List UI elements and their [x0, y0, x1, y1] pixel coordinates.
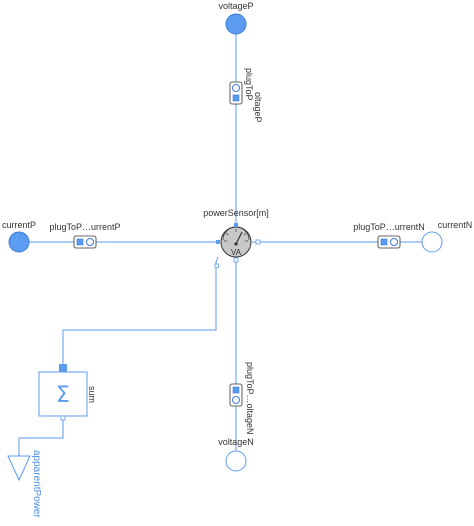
voltageP-label: voltageP — [218, 1, 253, 11]
wires — [18, 34, 422, 456]
sensor-port-power[interactable] — [214, 263, 219, 268]
currentN-label: currentN — [438, 220, 473, 230]
output-triangle-icon — [7, 455, 31, 482]
hollow-circle-pin-icon — [421, 231, 443, 253]
powerSensor-component[interactable]: powerSensor[m] VA — [203, 208, 269, 268]
plugToPinCurrentP-label: plugToP…urrentP — [49, 222, 120, 232]
wire-sensor-power-to-sum[interactable] — [62, 256, 219, 364]
plug-to-pin-icon — [229, 383, 243, 407]
powerSensor-label: powerSensor[m] — [203, 208, 269, 218]
plug-to-pin-icon — [229, 81, 243, 105]
currentP-component[interactable]: currentP — [2, 220, 36, 253]
plugToPinVoltageP-label-line1: plugToP — [244, 68, 254, 101]
voltageN-component[interactable]: voltageN — [218, 437, 254, 472]
sensor-port-voltageP[interactable] — [234, 223, 238, 227]
sensor-port-currentP[interactable] — [216, 240, 220, 244]
sum-input-port[interactable] — [59, 364, 67, 372]
currentP-label: currentP — [2, 220, 36, 230]
sum-block-icon: Σ — [38, 371, 88, 417]
filled-circle-pin-icon — [8, 231, 30, 253]
plugToPinVoltageP-label-line2: oltageP — [253, 92, 263, 123]
plugToPinVoltageN-component[interactable]: plugToP…oltageN — [229, 362, 255, 435]
voltageN-label: voltageN — [218, 437, 254, 447]
sensor-port-voltageN[interactable] — [233, 257, 239, 263]
voltageP-component[interactable]: voltageP — [218, 1, 254, 35]
sensor-port-currentN[interactable] — [255, 239, 261, 245]
sum-component[interactable]: Σ sum — [38, 364, 97, 421]
wire-sum-to-apparentPower[interactable] — [18, 420, 64, 456]
sum-symbol: Σ — [56, 383, 70, 408]
plugToPinVoltageP-component[interactable]: plugToP oltageP — [229, 68, 263, 123]
hollow-circle-pin-icon — [225, 450, 247, 472]
filled-circle-pin-icon — [225, 13, 247, 35]
apparentPower-label: apparentPower — [31, 450, 42, 518]
sum-output-port[interactable] — [60, 415, 66, 421]
plug-to-pin-icon — [73, 235, 97, 249]
plugToPinCurrentN-label: plugToP…urrentN — [353, 222, 425, 232]
apparentPower-component[interactable]: apparentPower — [7, 450, 42, 518]
plugToPinCurrentP-component[interactable]: plugToP…urrentP — [49, 222, 121, 249]
power-sensor-gauge-icon — [220, 226, 252, 258]
plugToPinCurrentN-component[interactable]: plugToP…urrentN — [353, 222, 425, 249]
powerSensor-unit-text: VA — [231, 248, 242, 257]
currentN-component[interactable]: currentN — [421, 220, 473, 253]
plugToPinVoltageN-label: plugToP…oltageN — [245, 362, 255, 435]
plug-to-pin-icon — [377, 235, 401, 249]
sum-label: sum — [87, 386, 97, 403]
